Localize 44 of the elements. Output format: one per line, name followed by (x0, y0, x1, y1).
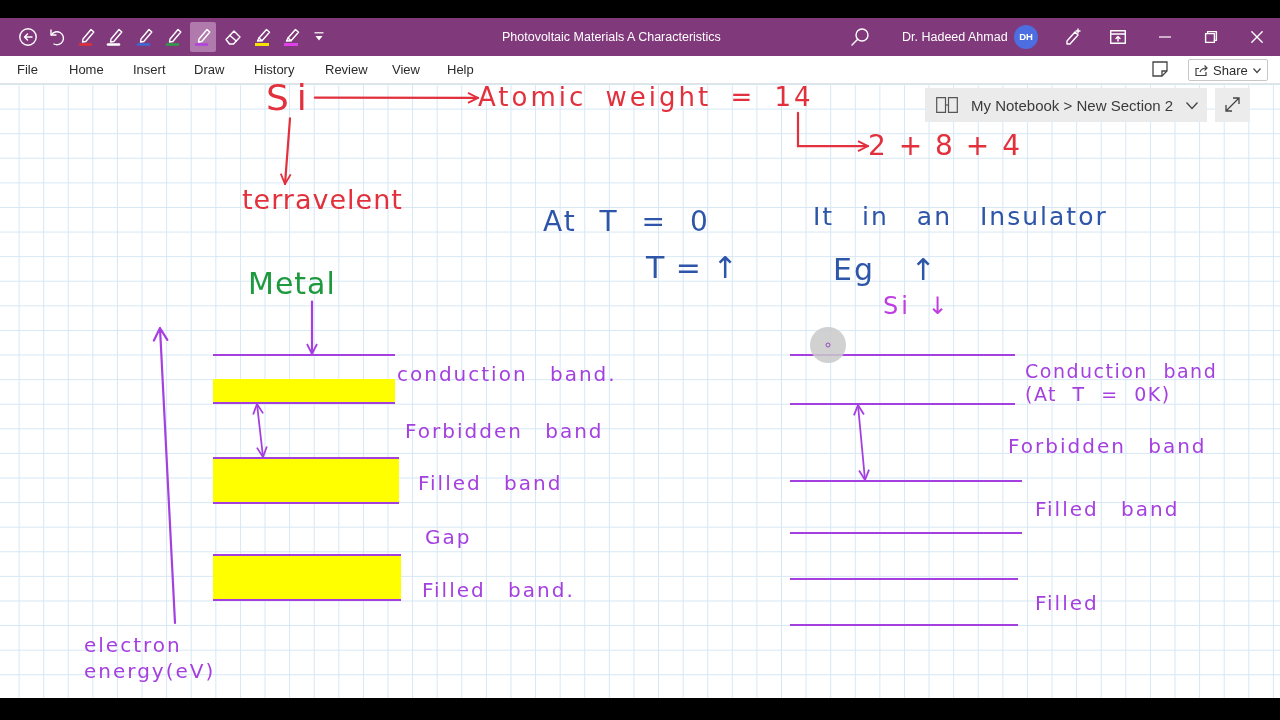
arrow (252, 403, 268, 458)
window-title: Photovoltaic Materials A Characteristics (502, 30, 721, 44)
energy-band (790, 578, 1018, 626)
arrow (279, 117, 292, 186)
handwritten-text: 2 + 8 + 4 (868, 130, 1021, 163)
band-label: Gap (425, 526, 472, 548)
band-label: Filled band (418, 471, 563, 495)
handwritten-note: It in an Insulator (813, 203, 1108, 232)
band-label: conduction band. (397, 362, 617, 386)
arrow (796, 111, 870, 152)
handwritten-text: Metal (248, 267, 336, 302)
menu-tab: Insert (133, 60, 166, 78)
band-label: Filled (1035, 591, 1099, 615)
arrow (306, 300, 318, 356)
share-button: Share (1188, 59, 1268, 81)
menu-tab: Home (69, 60, 104, 78)
band-label: Conduction band (At T = 0K) (1025, 360, 1219, 406)
arrow (313, 92, 480, 104)
handwritten-note: Eg ↑ (833, 253, 938, 288)
handwritten-text: Si (266, 77, 315, 119)
handwritten-text: terravelent (242, 184, 403, 216)
band-label: Filled band (1035, 497, 1180, 521)
energy-band (790, 354, 1015, 405)
menu-tab: Draw (194, 60, 225, 78)
handwritten-text: Atomic weight = 14 (478, 83, 814, 113)
handwritten-note: T = ↑ (646, 251, 739, 286)
menu-tab: View (392, 60, 420, 78)
menu-tab: File (17, 60, 38, 78)
energy-band (213, 354, 395, 404)
arrow (853, 404, 870, 481)
handwritten-note: At T = 0 (543, 206, 710, 239)
band-label: Filled band. (422, 578, 575, 602)
user-name: Dr. Hadeed Ahmad (902, 30, 1008, 44)
energy-band (213, 457, 399, 504)
menu-tab: Help (447, 60, 474, 78)
energy-band (790, 480, 1022, 534)
band-label: Forbidden band (405, 420, 604, 442)
notebook-breadcrumb: My Notebook > New Section 2 (925, 88, 1207, 122)
handwritten-note: Si ↓ (883, 293, 951, 321)
energy-band (213, 554, 401, 601)
band-label: Forbidden band (1008, 435, 1207, 457)
menu-tab: History (254, 60, 295, 78)
menu-tab: Review (325, 60, 368, 78)
axis-label: electron energy(eV) (84, 632, 217, 684)
